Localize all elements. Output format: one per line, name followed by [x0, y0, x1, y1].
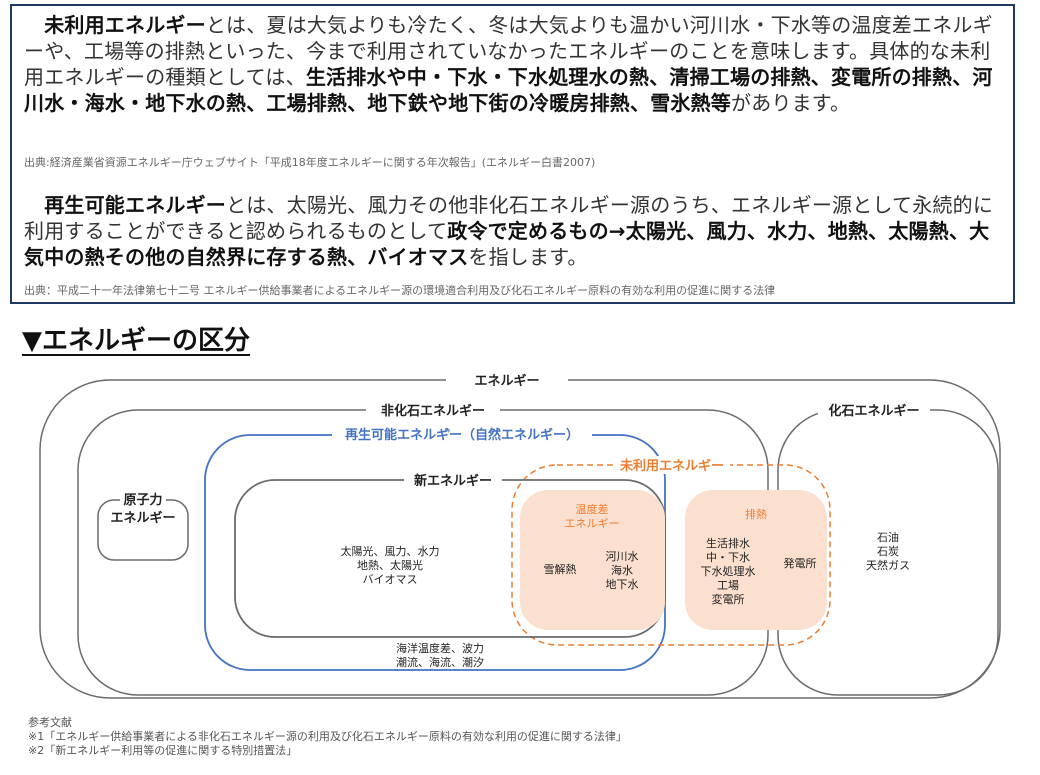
renewable-mark: *	[446, 428, 451, 438]
temp-diff-label-1: 温度差	[576, 502, 609, 516]
nuclear-outline	[97, 499, 189, 561]
exhaust-label: 排熱	[745, 507, 767, 521]
unused-energy-definition: 未利用エネルギーとは、夏は大気よりも冷たく、冬は大気よりも温かい河川水・下水等の…	[24, 12, 1005, 116]
power-plant: 発電所	[784, 556, 817, 570]
new-energy-label: 新エネルギー	[414, 473, 492, 489]
reference-item-1: ※1「エネルギー供給事業者による非化石エネルギー源の利用及び化石エネルギー原料の…	[28, 730, 627, 743]
section-heading: ▼エネルギーの区分	[22, 326, 250, 356]
new-item-2: 地熱、太陽光	[357, 558, 423, 572]
definition-box: 未利用エネルギーとは、夏は大気よりも冷たく、冬は大気よりも温かい河川水・下水等の…	[10, 4, 1015, 304]
source-citation-1: 出典:経済産業省資源エネルギー庁ウェブサイト「平成18年度エネルギーに関する年次…	[24, 156, 596, 169]
p1-segment-3: があります。	[731, 91, 851, 115]
water-1: 河川水	[606, 550, 639, 563]
p2-segment-1: とは、太陽光、風力その他非化石エネルギー源のうち、エネルギー源として永続的に利用…	[24, 193, 994, 243]
ocean-item-1: 海洋温度差、波力	[396, 641, 484, 655]
fossil-label: 化石エネルギー	[828, 403, 919, 419]
energy-classification-diagram: エネルギー 非化石エネルギー 化石エネルギー 再生可能エネルギー（自然エネルギー…	[39, 371, 1001, 699]
references-title: 参考文献	[28, 716, 72, 729]
unused-label: 未利用エネルギー	[619, 458, 724, 474]
fossil-item-2: 石炭	[877, 545, 899, 558]
exhaust-area	[685, 490, 827, 630]
source-citation-2: 出典：平成二十一年法律第七十二号 エネルギー供給事業者によるエネルギー源の環境適…	[24, 284, 776, 297]
references: 参考文献 ※1「エネルギー供給事業者による非化石エネルギー源の利用及び化石エネル…	[28, 716, 627, 758]
exhaust-item-3: 下水処理水	[701, 565, 756, 578]
non-fossil-label: 非化石エネルギー	[381, 403, 485, 419]
new-item-1: 太陽光、風力、水力	[341, 544, 440, 558]
water-3: 地下水	[606, 578, 639, 591]
exhaust-item-1: 生活排水	[706, 536, 750, 550]
fossil-item-1: 石油	[877, 530, 899, 544]
nuclear-label-1: 原子力	[123, 492, 162, 508]
exhaust-item-2: 中・下水	[706, 551, 750, 564]
p2-segment-3: を指します。	[468, 245, 588, 269]
renewable-label: 再生可能エネルギー（自然エネルギー）	[345, 427, 579, 443]
temp-diff-label-2: エネルギー	[565, 517, 620, 530]
renewable-energy-definition: 再生可能エネルギーとは、太陽光、風力その他非化石エネルギー源のうち、エネルギー源…	[24, 192, 1005, 270]
ocean-item-2: 潮流、海流、潮汐	[396, 655, 484, 669]
water-2: 海水	[611, 563, 633, 577]
p2-segment-0: 再生可能エネルギー	[44, 193, 227, 217]
exhaust-item-5: 変電所	[712, 592, 745, 606]
p1-segment-2: 生活排水や中・下水・下水処理水の熱、清掃工場の排熱、変電所の排熱、河川水・海水・…	[24, 65, 993, 115]
reference-item-2: ※2「新エネルギー利用等の促進に関する特別措置法」	[28, 744, 298, 757]
temp-diff-area	[520, 490, 665, 630]
energy-label: エネルギー	[474, 373, 539, 389]
exhaust-item-4: 工場	[717, 579, 739, 592]
fossil-item-3: 天然ガス	[866, 558, 910, 572]
p1-segment-1: とは、夏は大気よりも冷たく、冬は大気よりも温かい河川水・下水等の温度差エネルギー…	[24, 13, 993, 89]
new-item-3: バイオマス	[363, 573, 418, 586]
p2-segment-2: 政令で定めるもの→太陽光、風力、水力、地熱、太陽熱、大気中の熱その他の自然界に存…	[24, 219, 990, 269]
nuclear-label-2: エネルギー	[110, 510, 175, 526]
p1-segment-0: 未利用エネルギー	[44, 13, 206, 37]
snow-heat: 雪解熱	[544, 562, 577, 576]
